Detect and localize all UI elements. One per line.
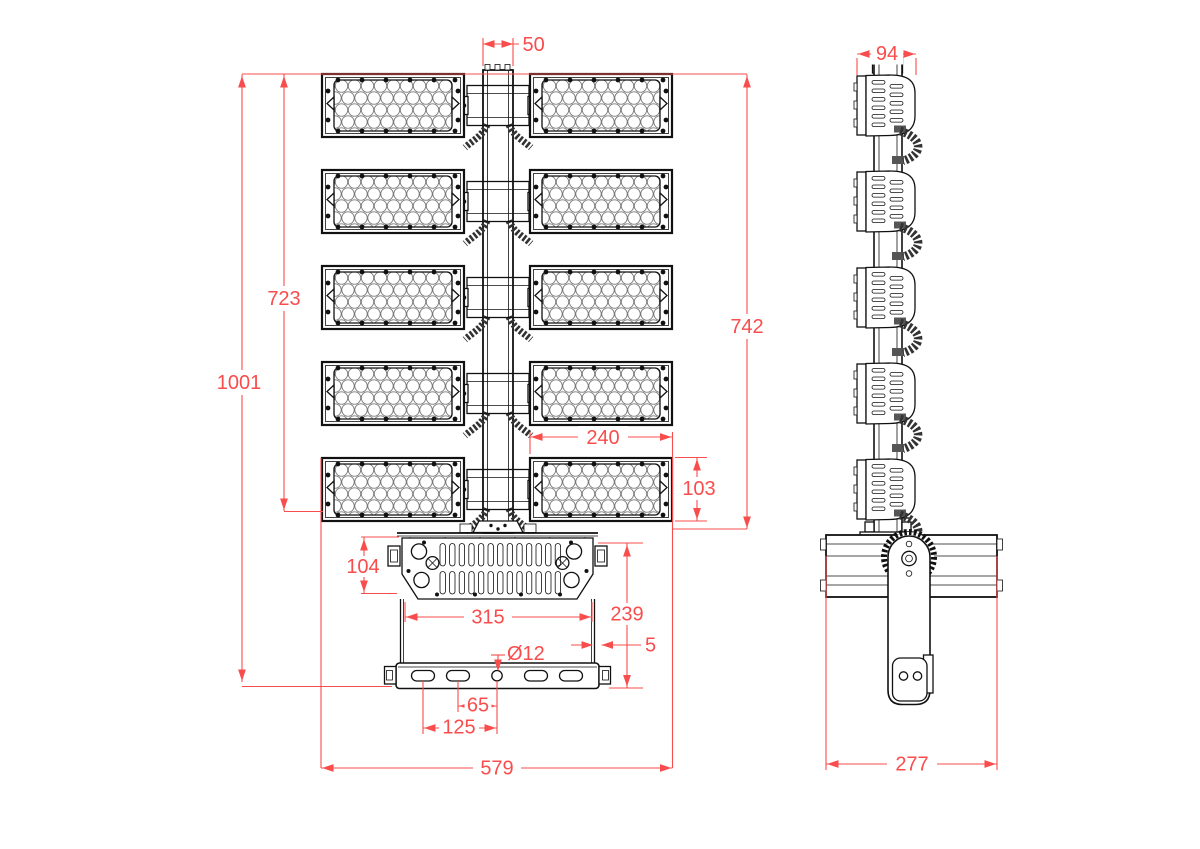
- dim-label-module-stack-height: 723: [267, 288, 300, 310]
- dim-label-module-height: 103: [682, 478, 715, 500]
- dim-label-hole-spacing-inner: 65: [467, 695, 489, 717]
- dim-label-total-height: 1001: [217, 372, 262, 394]
- dimension-bracket-height: 239: [598, 542, 650, 689]
- mounting-arm: [887, 535, 934, 706]
- dim-label-bracket-inner-width: 315: [471, 607, 504, 629]
- arm-bolt-hole: [912, 671, 923, 681]
- dimension-total-height: 1001: [212, 74, 392, 688]
- crosshatch-screw: [425, 555, 570, 571]
- dimension-bracket-depth: 277: [825, 556, 998, 776]
- dimension-hole-spacing-outer: 125: [422, 681, 497, 739]
- dimension-driver-plate-height: 104: [341, 536, 399, 595]
- dim-label-bracket-height: 239: [610, 604, 643, 626]
- dimension-pole-width: 50: [482, 34, 545, 66]
- slot-hole: [558, 669, 584, 682]
- dimension-module-height: 103: [675, 456, 722, 522]
- dimension-module-depth: 94: [856, 43, 917, 75]
- dim-label-pole-width: 50: [523, 34, 545, 56]
- center-mount-hole: [491, 669, 503, 682]
- pole-base-flange: [459, 520, 537, 534]
- dim-label-module-width: 240: [586, 427, 619, 449]
- driver-box-front: [383, 532, 612, 690]
- dimension-plate-thickness: 5: [571, 635, 656, 657]
- arm-bolt-hole: [898, 671, 909, 681]
- dim-label-mount-hole-diameter: Ø12: [507, 643, 545, 665]
- dim-label-module-depth: 94: [876, 43, 898, 65]
- dim-label-total-width: 579: [480, 758, 513, 780]
- mounting-plate-front: [383, 662, 612, 690]
- dimension-module-stack-height: 723: [258, 74, 323, 513]
- dim-label-driver-plate-height: 104: [346, 556, 379, 578]
- dimension-total-width: 579: [320, 458, 673, 780]
- slot-hole: [523, 669, 549, 682]
- dim-label-bracket-depth: 277: [895, 754, 928, 776]
- dimension-module-width: 240: [529, 426, 674, 768]
- front-view: [320, 64, 674, 690]
- dimension-bracket-inner-width: 315: [404, 602, 593, 629]
- dimension-mount-hole-diameter: Ø12: [491, 643, 545, 671]
- dim-label-head-height: 742: [730, 316, 763, 338]
- dim-label-hole-spacing-outer: 125: [442, 717, 475, 739]
- dimensions: 50 723 1001 742 240 103: [212, 34, 998, 780]
- side-view: [820, 56, 1003, 706]
- dimension-head-height: 742: [672, 74, 774, 530]
- dim-label-plate-thickness: 5: [645, 635, 656, 657]
- dimension-hole-spacing-inner: 65: [457, 681, 498, 734]
